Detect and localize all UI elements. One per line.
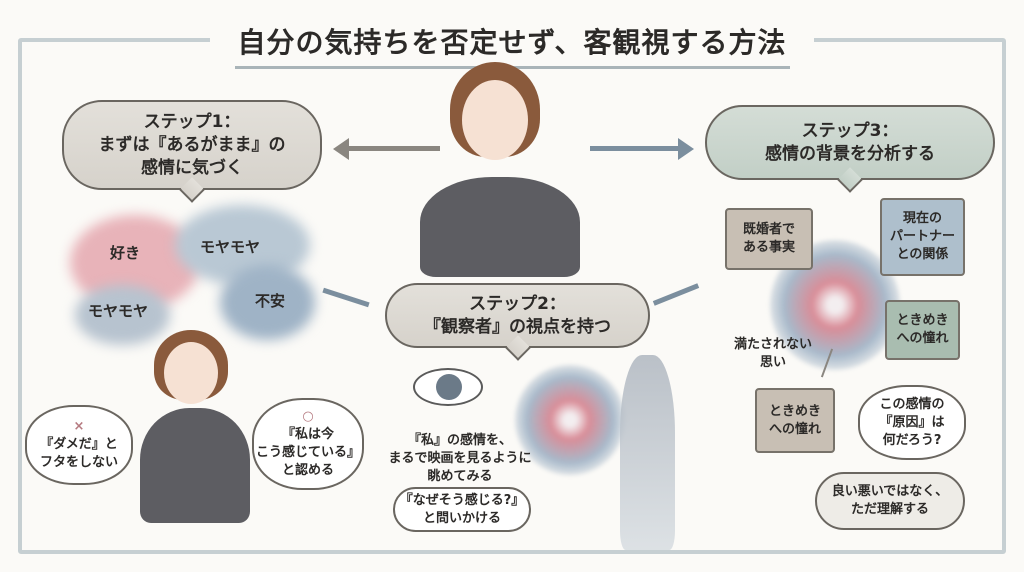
thought-text: と認める <box>281 463 334 478</box>
question-text: 何だろう? <box>882 432 942 448</box>
woman-step1-illustration <box>140 330 250 525</box>
blue-cloud <box>220 265 315 340</box>
circle-icon: ○ <box>302 409 314 424</box>
woman-center-illustration <box>380 62 600 277</box>
puzzle-text: ときめき <box>768 403 821 419</box>
arrow-left <box>345 146 440 151</box>
cross-icon: × <box>73 419 85 434</box>
unmet-feelings-label: 満たされない思い <box>728 336 818 372</box>
arrow-right <box>590 146 680 151</box>
conclusion-bubble: 良い悪いではなく、ただ理解する <box>815 472 965 530</box>
question-text: 『原因』は <box>879 414 945 430</box>
step1-line1: まずは『あるがまま』の <box>98 134 286 155</box>
puzzle-piece-longing-2: ときめきへの憧れ <box>755 388 835 453</box>
emotion-label: 好き <box>109 244 140 262</box>
desc-line: 眺めてみる <box>427 469 493 484</box>
ask-bubble: 『なぜそう感じる?』 と問いかける <box>393 487 531 532</box>
puzzle-piece-partner: 現在のパートナーとの関係 <box>880 198 965 276</box>
step1-heading: ステップ1： <box>143 111 241 132</box>
step2-description: 『私』の感情を、 まるで映画を見るように 眺めてみる <box>385 432 535 486</box>
gray-cloud <box>75 285 170 345</box>
step2-bubble: ステップ2： 『観察者』の視点を持つ <box>385 283 650 348</box>
step3-heading: ステップ3： <box>801 120 899 141</box>
puzzle-piece-longing: ときめきへの憧れ <box>885 300 960 360</box>
unmet-text: 思い <box>759 355 786 370</box>
thought-dont: × 『ダメだ』と フタをしない <box>25 405 133 485</box>
ask-text: と問いかける <box>422 510 501 526</box>
question-bubble: この感情の『原因』は何だろう? <box>858 385 966 460</box>
puzzle-text: への憧れ <box>768 421 821 437</box>
step1-line2: 感情に気づく <box>141 157 243 178</box>
conclusion-text: ただ理解する <box>850 502 929 517</box>
puzzle-text: への憧れ <box>896 331 949 346</box>
puzzle-piece-married: 既婚者である事実 <box>725 208 813 270</box>
step1-bubble: ステップ1： まずは『あるがまま』の 感情に気づく <box>62 100 322 190</box>
puzzle-text: 既婚者で <box>742 222 795 237</box>
step2-heading: ステップ2： <box>469 293 566 314</box>
puzzle-text: パートナー <box>889 229 955 244</box>
step3-bubble: ステップ3： 感情の背景を分析する <box>705 105 995 180</box>
puzzle-text: 現在の <box>902 211 942 226</box>
emotion-swirl <box>515 365 625 475</box>
thought-text: 『私は今 <box>281 427 334 442</box>
unmet-text: 満たされない <box>733 337 812 352</box>
desc-line: まるで映画を見るように <box>388 451 532 466</box>
step2-line1: 『観察者』の視点を持つ <box>424 316 611 337</box>
conclusion-text: 良い悪いではなく、 <box>831 484 949 499</box>
thought-text: 『ダメだ』と <box>40 437 118 452</box>
emotion-label: 不安 <box>254 292 285 310</box>
puzzle-text: との関係 <box>896 247 949 262</box>
observer-silhouette <box>620 355 675 550</box>
puzzle-text: ある事実 <box>742 240 795 255</box>
arrow-left-head <box>333 138 349 160</box>
thought-text: こう感じている』 <box>255 445 360 460</box>
step3-line1: 感情の背景を分析する <box>765 143 935 164</box>
desc-line: 『私』の感情を、 <box>407 433 512 448</box>
eye-icon <box>413 368 483 406</box>
emotion-label: モヤモヤ <box>199 238 260 256</box>
page-title: 自分の気持ちを否定せず、客観視する方法 <box>210 22 814 64</box>
arrow-right-head <box>678 138 694 160</box>
thought-text: フタをしない <box>39 455 118 470</box>
puzzle-text: ときめき <box>896 313 949 328</box>
ask-text: 『なぜそう感じる?』 <box>399 492 525 508</box>
thought-do: ○ 『私は今 こう感じている』 と認める <box>252 398 364 490</box>
question-text: この感情の <box>879 396 945 412</box>
emotion-label: モヤモヤ <box>87 302 148 320</box>
